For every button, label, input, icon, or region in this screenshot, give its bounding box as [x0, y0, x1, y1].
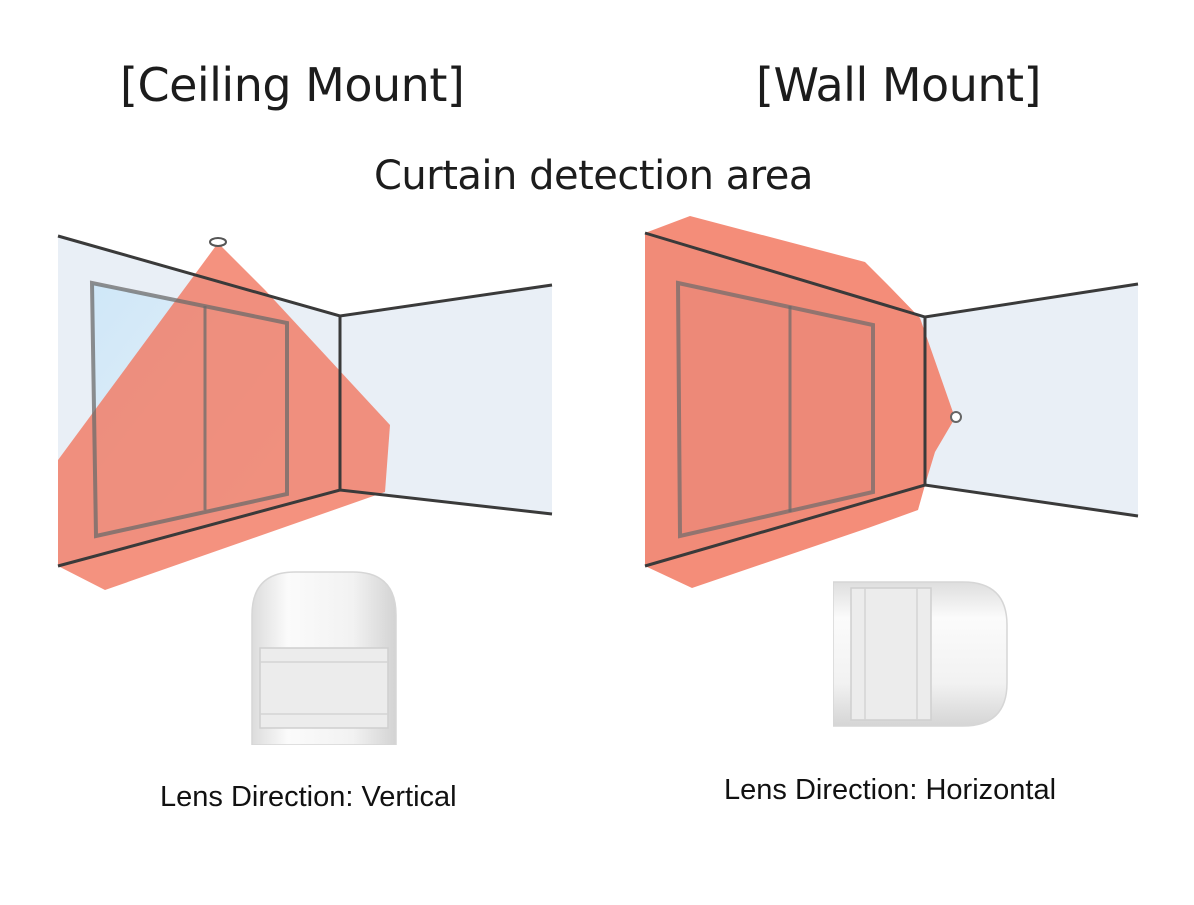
- ceiling-sensor-marker: [209, 237, 227, 247]
- sensor-lens-window: [850, 587, 932, 721]
- horizontal-sensor-image: [833, 581, 1008, 727]
- floor-edge: [644, 483, 1139, 568]
- ceiling-mount-title: [Ceiling Mount]: [120, 58, 465, 112]
- window-frame: [675, 280, 875, 539]
- detection-zone: [58, 243, 390, 590]
- right-wall: [925, 284, 1138, 516]
- right-wall: [340, 285, 552, 514]
- window-frame: [89, 280, 289, 539]
- curtain-detection-area-title: Curtain detection area: [374, 153, 813, 199]
- floor-edge: [57, 488, 553, 568]
- lens-direction-horizontal-caption: Lens Direction: Horizontal: [724, 774, 1057, 806]
- wall-sensor-marker: [950, 411, 962, 423]
- wall-room: [644, 216, 1139, 588]
- lens-direction-vertical-caption: Lens Direction: Vertical: [160, 781, 457, 813]
- sensor-lens-window: [259, 647, 389, 729]
- detection-zone: [645, 216, 955, 588]
- wall-mount-title: [Wall Mount]: [756, 58, 1041, 112]
- ceiling-room: [57, 234, 553, 590]
- vertical-sensor-image: [251, 571, 397, 745]
